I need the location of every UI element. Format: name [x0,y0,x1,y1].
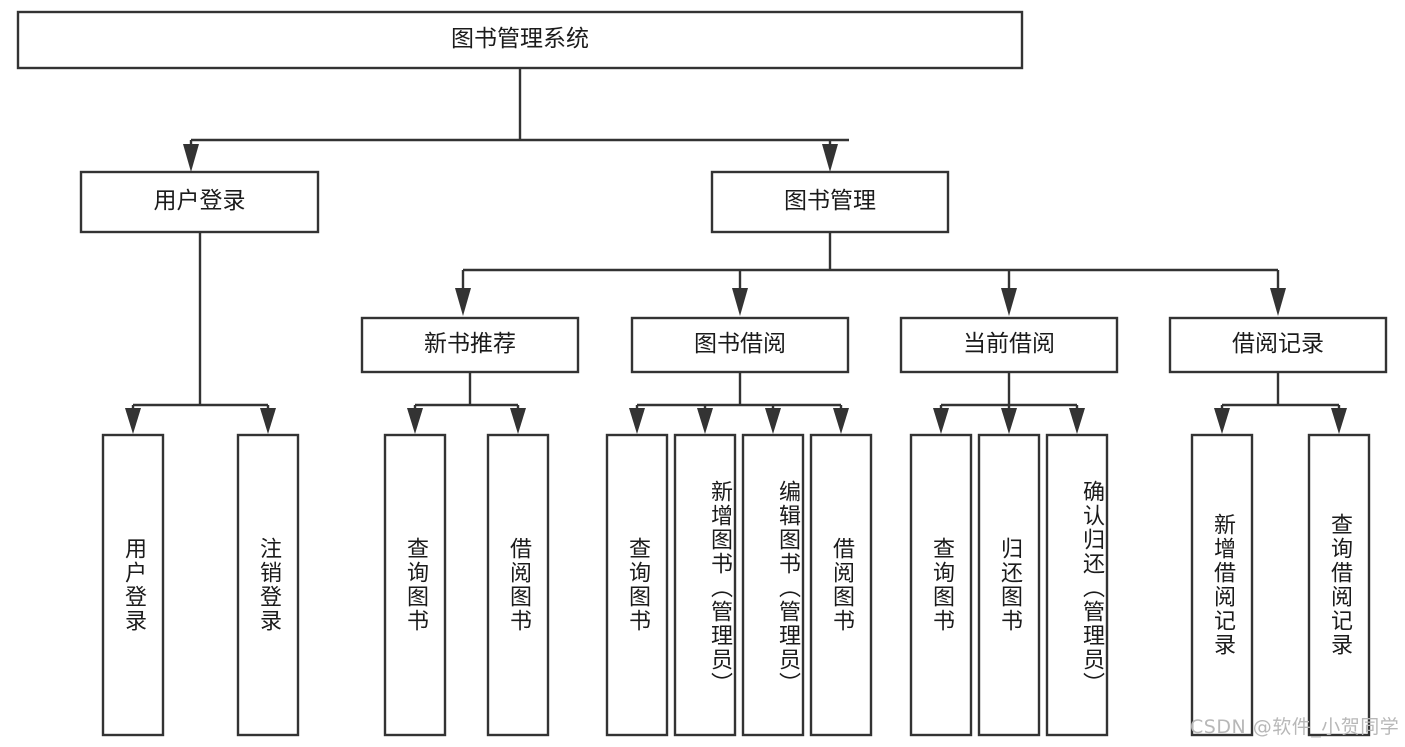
node-user-login[interactable] [79,170,320,234]
leaf-rect-borrow-book-rec[interactable] [486,433,550,737]
connector-new-book-rec-to-leaves [407,372,526,434]
leaf-rect-user-login[interactable] [101,433,165,737]
connector-current-borrow-to-leaves [933,372,1085,434]
leaf-rect-add-borrow-record[interactable] [1190,433,1254,737]
node-book-management[interactable] [710,170,950,234]
connector-borrow-record-to-leaves [1214,372,1347,434]
leaf-rect-return-book[interactable] [977,433,1041,737]
leaf-rect-confirm-return-admin[interactable] [1045,433,1109,737]
leaf-rect-logout[interactable] [236,433,300,737]
connector-book-borrow-to-leaves [629,372,849,434]
node-root[interactable] [16,10,1024,70]
leaf-rect-query-borrow-record[interactable] [1307,433,1371,737]
node-book-borrow[interactable] [630,316,850,374]
leaf-rect-query-book-borrow[interactable] [605,433,669,737]
node-borrow-record[interactable] [1168,316,1388,374]
leaf-rect-add-book-admin[interactable] [673,433,737,737]
connector-root-to-level2 [183,68,849,172]
leaf-rect-edit-book-admin[interactable] [741,433,805,737]
node-new-book-recommend[interactable] [360,316,580,374]
connector-user-login-to-leaves [125,232,276,434]
connector-book-mgmt-to-level3 [455,232,1286,316]
csdn-watermark: CSDN @软件_小贺同学 [1190,716,1400,738]
leaf-rect-borrow-book[interactable] [809,433,873,737]
leaf-rect-query-book-current[interactable] [909,433,973,737]
leaf-rect-query-book-rec[interactable] [383,433,447,737]
node-current-borrow[interactable] [899,316,1119,374]
